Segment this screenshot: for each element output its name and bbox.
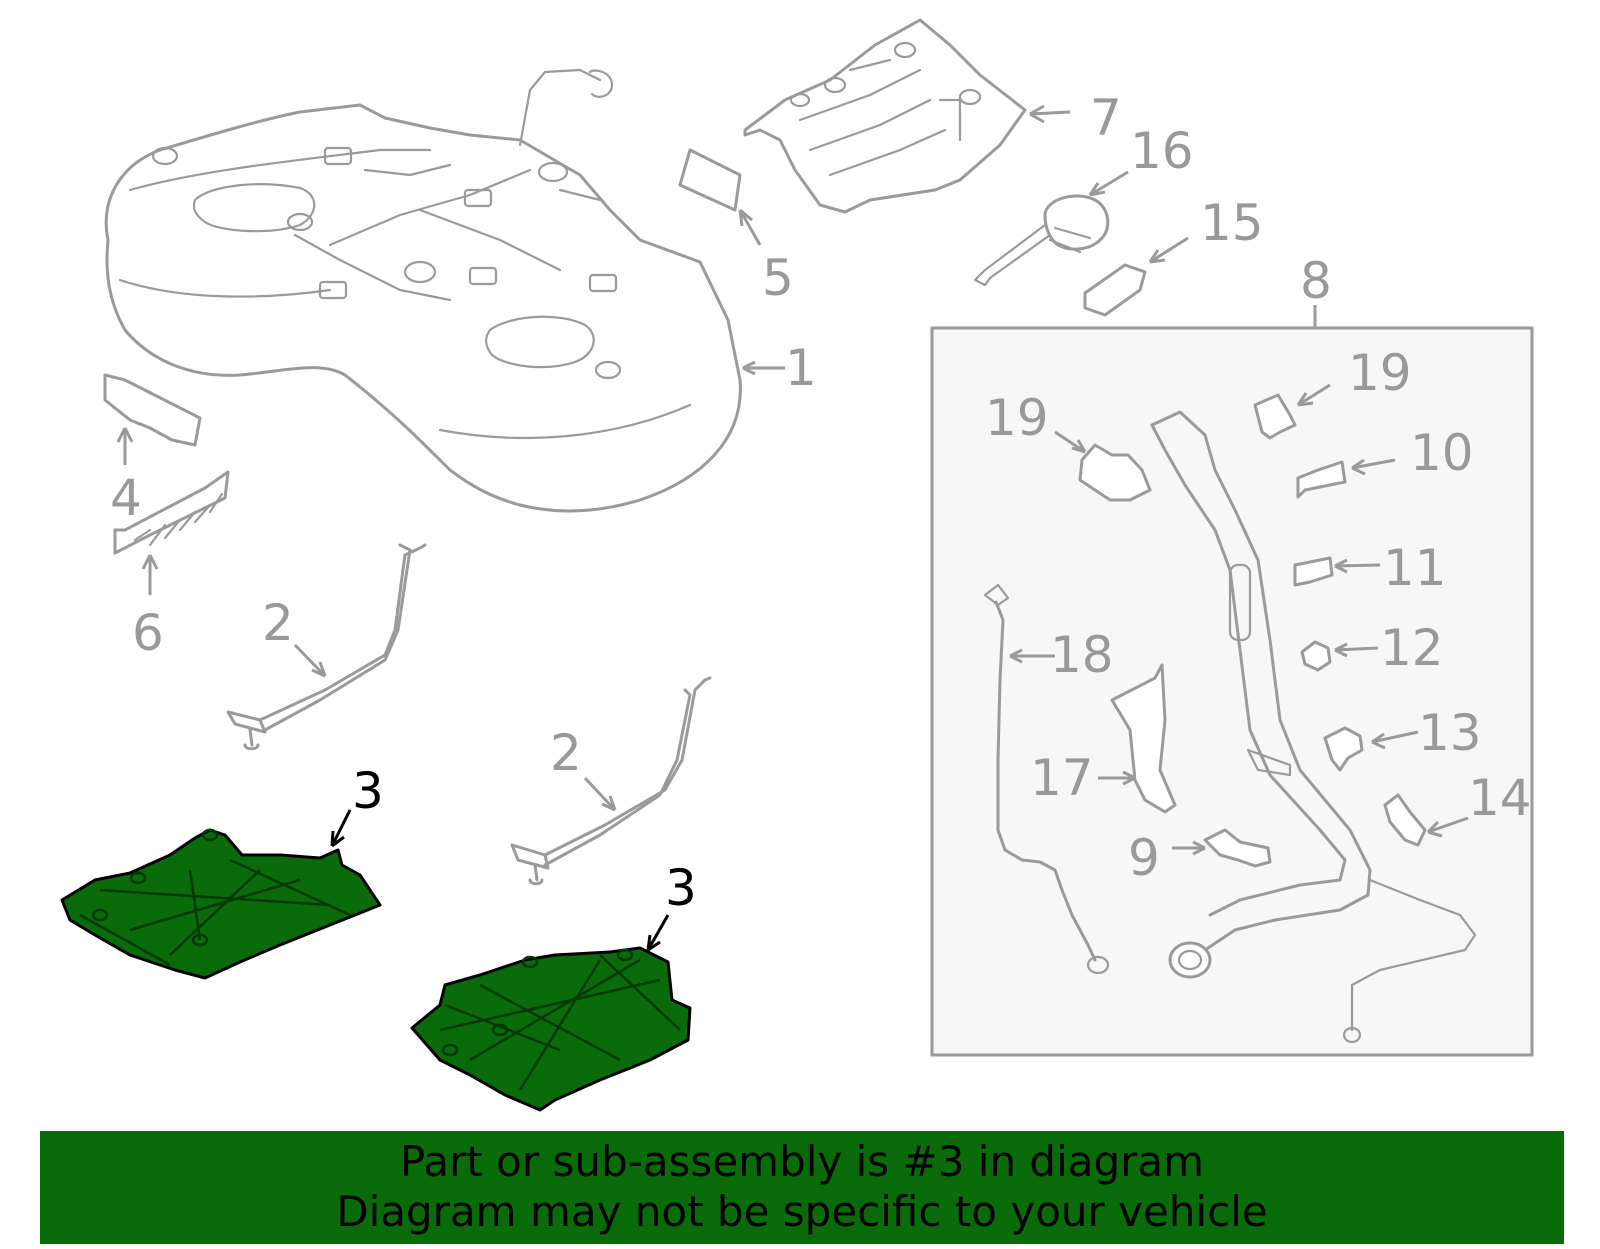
arrow-11 xyxy=(1334,558,1381,574)
clip-part-11 xyxy=(1293,556,1334,587)
heat-shield-part xyxy=(743,18,1027,214)
clip-part-12 xyxy=(1300,640,1332,672)
fuel-tank-part xyxy=(104,68,742,513)
arrow-9 xyxy=(1172,840,1206,856)
banner-line-2: Diagram may not be specific to your vehi… xyxy=(336,1187,1268,1236)
banner-line-1: Part or sub-assembly is #3 in diagram xyxy=(399,1137,1205,1186)
callout-4: 4 xyxy=(110,469,142,527)
callout-19-right: 19 xyxy=(1348,344,1412,402)
callout-19-left: 19 xyxy=(985,389,1049,447)
arrow-19-right xyxy=(1296,383,1331,407)
callout-10: 10 xyxy=(1410,424,1474,482)
callout-12: 12 xyxy=(1380,619,1444,677)
arrow-17 xyxy=(1098,770,1136,786)
callout-1: 1 xyxy=(785,339,817,397)
callout-8: 8 xyxy=(1300,252,1332,310)
arrow-15 xyxy=(1148,236,1189,264)
arrow-19-left xyxy=(1054,430,1087,454)
callout-18: 18 xyxy=(1050,626,1114,684)
strap-part-2a xyxy=(226,543,427,751)
arrow-10 xyxy=(1351,458,1396,476)
pad-part-4 xyxy=(103,373,202,447)
arrow-3a xyxy=(330,809,352,848)
arrow-6 xyxy=(141,554,159,595)
strap-part-2b xyxy=(510,676,712,886)
arrow-3b xyxy=(646,914,670,952)
clip-part-10 xyxy=(1296,460,1347,499)
undercover-part-3-right xyxy=(410,946,692,1112)
callout-13: 13 xyxy=(1418,704,1482,762)
callout-3a: 3 xyxy=(352,762,384,820)
callout-2a: 2 xyxy=(262,594,294,652)
clip-part-19-left xyxy=(1078,443,1152,502)
callout-2b: 2 xyxy=(550,724,582,782)
callout-9: 9 xyxy=(1128,829,1160,887)
callout-14: 14 xyxy=(1468,769,1532,827)
callout-5: 5 xyxy=(762,249,794,307)
arrow-7 xyxy=(1029,104,1071,124)
bracket-part-17 xyxy=(1110,663,1177,814)
callout-17: 17 xyxy=(1030,749,1094,807)
arrow-2b xyxy=(583,776,617,812)
label-part-5 xyxy=(678,148,742,212)
arrow-14 xyxy=(1426,816,1469,838)
arrow-4 xyxy=(116,427,134,465)
callout-11: 11 xyxy=(1383,539,1447,597)
arrow-5 xyxy=(738,208,762,246)
filler-neck-part xyxy=(1150,410,1477,1044)
info-banner: Part or sub-assembly is #3 in diagram Di… xyxy=(40,1131,1564,1244)
arrow-1 xyxy=(742,360,785,376)
arrow-2a xyxy=(293,643,327,678)
strip-part-6 xyxy=(113,470,230,555)
callout-6: 6 xyxy=(132,604,164,662)
arrow-12 xyxy=(1334,642,1379,658)
callout-7: 7 xyxy=(1090,89,1122,147)
clip-part-14 xyxy=(1383,793,1427,847)
arrow-16 xyxy=(1088,170,1129,197)
callout-16: 16 xyxy=(1130,122,1194,180)
clip-part-13 xyxy=(1323,726,1364,772)
bracket-part-15 xyxy=(1083,263,1147,317)
callout-15: 15 xyxy=(1200,194,1264,252)
callout-3b: 3 xyxy=(665,859,697,917)
undercover-part-3-left xyxy=(60,828,382,980)
fuel-cap-part xyxy=(973,194,1110,287)
strip-hatch xyxy=(133,492,224,547)
vent-tube-part xyxy=(983,583,1110,975)
arrow-18 xyxy=(1009,648,1055,664)
arrow-13 xyxy=(1371,730,1419,750)
bracket-part-9 xyxy=(1203,828,1272,868)
clip-part-19-right xyxy=(1253,393,1297,440)
subassembly-8-box xyxy=(930,326,1534,1057)
